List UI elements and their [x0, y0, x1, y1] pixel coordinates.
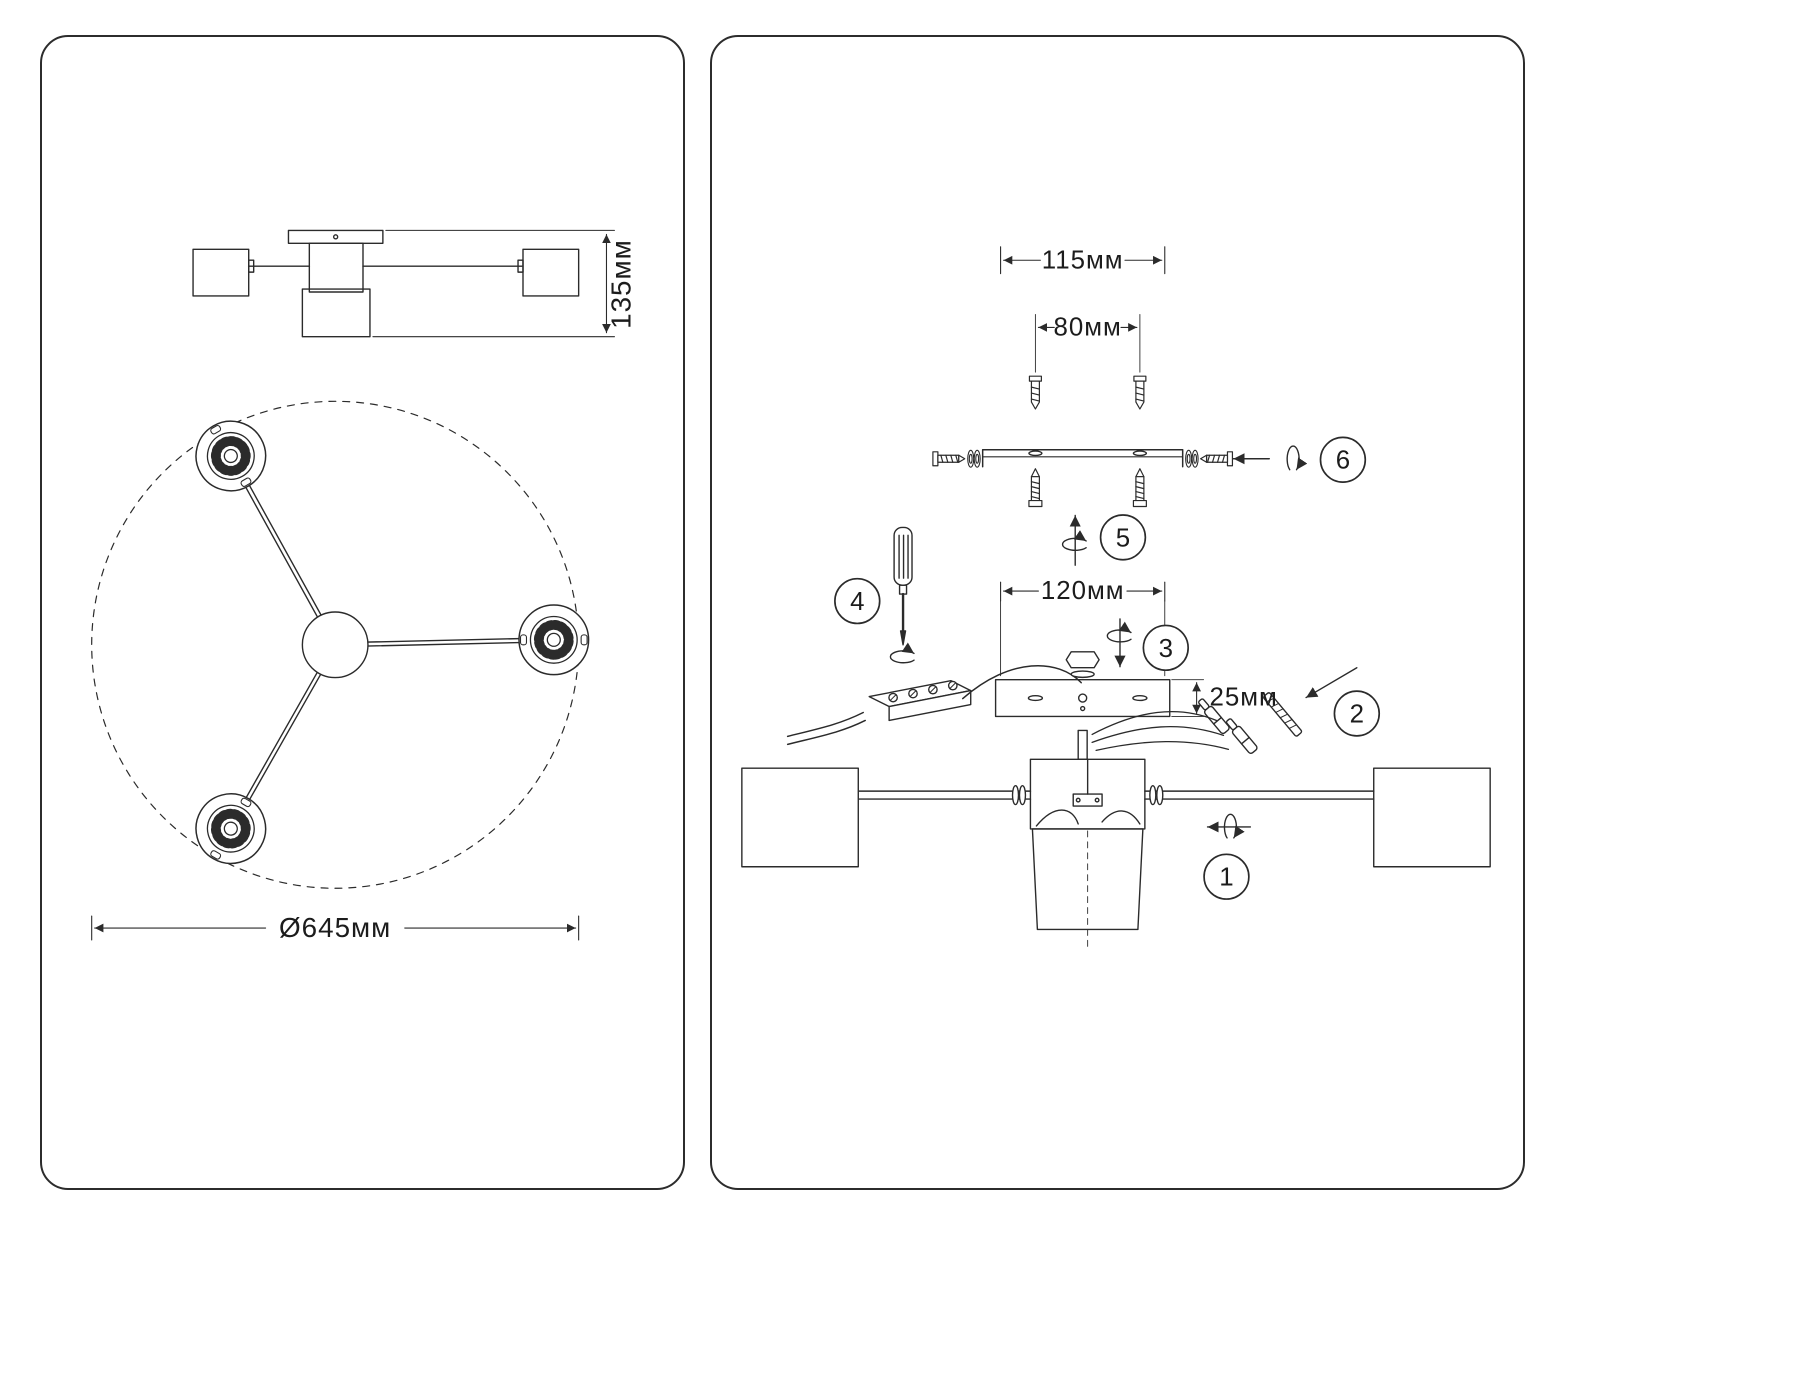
screwdriver-icon — [893, 526, 913, 646]
lock-ring — [1149, 784, 1157, 806]
lock-ring — [1018, 784, 1027, 806]
height-dimension-label: 135мм — [605, 239, 636, 329]
central-housing — [308, 242, 364, 293]
rotation-arrow-icon — [1287, 446, 1299, 470]
center-hub — [301, 611, 369, 679]
washer — [1070, 670, 1095, 679]
assembly-panel: 115мм 80мм 120мм 25мм 1 2 3 4 5 6 — [710, 35, 1525, 1190]
step-number-1: 1 — [1219, 864, 1233, 892]
lamp-socket-bottom-left — [183, 781, 278, 876]
terminal-block — [868, 679, 972, 722]
canopy-screw-hole — [332, 234, 339, 240]
washer — [1191, 449, 1199, 468]
rotation-arrow-icon — [1224, 814, 1236, 838]
step-number-3: 3 — [1159, 635, 1173, 663]
washer — [1184, 449, 1193, 468]
rotation-arrow-icon — [1063, 538, 1087, 550]
wall-anchors — [1028, 375, 1147, 410]
step-4 — [834, 526, 914, 663]
lamp-shade-right — [522, 248, 580, 297]
lamp-shade-center — [301, 288, 371, 338]
wires — [1091, 711, 1230, 751]
assembly-drawing: 115мм 80мм 120мм 25мм 1 2 3 4 5 6 — [741, 246, 1491, 950]
ceiling-canopy — [287, 229, 384, 244]
ceiling-canopy-plate — [994, 651, 1171, 718]
step-number-4: 4 — [850, 588, 864, 616]
lock-nut — [1065, 651, 1100, 669]
lamp-socket-right — [519, 605, 589, 675]
washer — [967, 449, 975, 468]
fixture-side-view — [192, 229, 580, 338]
step-number-6: 6 — [1336, 447, 1350, 475]
mounting-bracket-assembly — [932, 449, 1234, 508]
hole-spacing-label: 80мм — [1053, 313, 1121, 341]
canopy-height-label: 25мм — [1210, 684, 1278, 712]
direction-arrow — [1305, 667, 1358, 699]
side-screw-right — [1199, 451, 1234, 467]
cable-tie — [1263, 692, 1303, 737]
ceiling-screw-left — [1028, 468, 1043, 508]
fixture-assembly — [741, 711, 1491, 950]
step-1 — [1203, 814, 1252, 900]
ceiling-screw-right — [1132, 468, 1148, 508]
step-3 — [1107, 618, 1189, 672]
step-number-5: 5 — [1116, 524, 1130, 552]
step-number-2: 2 — [1350, 700, 1364, 728]
lamp-shade-right — [1373, 767, 1491, 868]
lamp-shade-center — [1031, 828, 1144, 931]
washer — [973, 449, 981, 468]
dimensions-drawing: 135мм Ø645мм — [91, 229, 636, 943]
step-5 — [1063, 514, 1147, 566]
diameter-dimension — [91, 915, 580, 941]
dimensions-panel: 135мм Ø645мм — [40, 35, 685, 1190]
lamp-socket-top-left — [183, 408, 278, 503]
step-6 — [1232, 436, 1367, 483]
lamp-shade-left — [192, 248, 250, 297]
hole-spacing-dimension — [1034, 314, 1141, 373]
canopy-width-label: 120мм — [1041, 577, 1125, 605]
lock-ring — [1011, 784, 1020, 806]
mounting-stem — [1077, 729, 1088, 760]
rotation-arrow-icon — [890, 651, 914, 663]
wire-connector — [1225, 718, 1258, 754]
canopy-height-dimension — [1171, 679, 1205, 717]
bracket-width-label: 115мм — [1042, 247, 1124, 275]
fixture-top-view — [91, 400, 589, 889]
wall-anchor-right — [1133, 375, 1147, 410]
rotation-arrow-icon — [1107, 630, 1131, 642]
side-screw-left — [932, 451, 966, 467]
lock-ring — [1156, 784, 1164, 806]
mounting-bracket — [981, 449, 1184, 468]
diameter-dimension-label: Ø645мм — [279, 912, 391, 943]
wall-anchor-left — [1028, 375, 1043, 410]
lamp-shade-left — [741, 767, 859, 868]
bracket-width-dimension — [1000, 246, 1166, 275]
height-dimension — [372, 229, 615, 338]
